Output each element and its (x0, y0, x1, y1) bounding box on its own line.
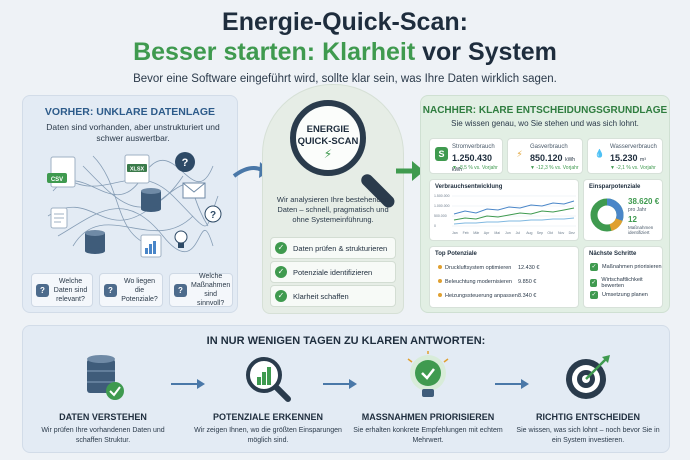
xlsx-file-icon: XLSX (124, 154, 150, 184)
water-icon: 💧 (593, 147, 606, 161)
trend-month-label: Aug (526, 231, 532, 235)
question-card: ? Welche Daten sind relevant? (31, 273, 93, 307)
after-panel: NACHHER: KLARE ENTSCHEIDUNGSGRUNDLAGE Si… (420, 95, 670, 313)
kpi-card: 💧 Wasserverbrauch 15.230 m³ ▼ -2,1 % vs.… (587, 138, 663, 174)
question-card: ? Wo liegen die Potenziale? (99, 273, 163, 307)
check-icon: ✓ (590, 279, 598, 287)
csv-file-icon: CSV (47, 156, 76, 188)
kpi-card: S Stromverbrauch 1.250.430 kWh ▼ -8,5 % … (429, 138, 503, 174)
database-icon (141, 188, 161, 212)
page-subtitle: Besser starten: Klarheit vor System (0, 37, 690, 67)
before-panel: VORHER: UNKLARE DATENLAGE Daten sind vor… (22, 95, 238, 313)
database-icon (85, 230, 105, 254)
trend-y-tick: 0 (434, 224, 436, 228)
scan-step: ✓Potenziale identifizieren (270, 261, 396, 283)
check-icon: ✓ (275, 266, 287, 278)
chart-document-icon (140, 234, 162, 258)
header: Energie-Quick-Scan: Besser starten: Klar… (0, 8, 690, 85)
arrow-right-icon (171, 379, 205, 389)
svg-text:?: ? (182, 157, 189, 169)
next-step-row: ✓Wirtschaftlichkeit bewerten (590, 277, 643, 289)
trend-y-tick: 500.000 (434, 214, 447, 218)
savings-card: Einsparpotenziale 38.620 € pro Jahr 12 M… (583, 179, 663, 241)
trend-month-label: Mai (494, 231, 500, 235)
trend-month-label: Mär (473, 231, 480, 235)
trend-month-label: Jan (452, 231, 458, 235)
trend-month-label: Dez (569, 231, 575, 235)
page-title: Energie-Quick-Scan: (222, 8, 468, 36)
mail-icon (182, 182, 206, 199)
before-title: VORHER: UNKLARE DATENLAGE (44, 106, 216, 118)
svg-text:?: ? (210, 210, 216, 221)
trend-month-label: Okt (547, 231, 552, 235)
arrow-right-icon (323, 379, 357, 389)
trend-chart-card: Verbrauchsentwicklung 1.500.000 1.000.00… (429, 179, 579, 241)
trend-y-tick: 1.500.000 (434, 194, 450, 198)
xlsx-label: XLSX (130, 167, 145, 173)
trend-month-label: Jun (505, 231, 511, 235)
trend-month-label: Feb (463, 231, 469, 235)
question-bubble-icon: ? (204, 205, 222, 223)
after-description: Sie wissen genau, wo Sie stehen und was … (451, 119, 639, 128)
trend-month-label: Sep (537, 231, 543, 235)
check-icon: ✓ (590, 263, 598, 271)
steps-title: IN NUR WENIGEN TAGEN ZU KLAREN ANTWORTEN… (206, 335, 486, 347)
question-card: ? Welche Maßnahmen sind sinnvoll? (169, 273, 233, 307)
trend-y-ticks: 1.500.000 1.000.000 500.000 0 (434, 194, 450, 228)
question-icon: ? (36, 283, 49, 297)
electricity-icon: S (435, 147, 448, 161)
check-icon: ✓ (275, 242, 287, 254)
arrow-right-icon (396, 161, 424, 181)
trend-y-tick: 1.000.000 (434, 204, 450, 208)
trend-chart: 1.500.000 1.000.000 500.000 0 Jan Feb Mär A… (434, 194, 576, 235)
kpi-card: ⚡ Gasverbrauch 850.120 kWh ▼ -12,3 % vs.… (507, 138, 583, 174)
subtitle-dark: vor System (422, 38, 557, 66)
next-step-row: ✓Umsetzung planen (590, 291, 648, 299)
after-title: NACHHER: KLARE ENTSCHEIDUNGSGRUNDLAGE (422, 105, 668, 116)
magnifier-icon (290, 100, 366, 176)
step-data-understand: DATEN VERSTEHEN Wir prüfen Ihre vorhande… (28, 351, 178, 445)
step-decide-right: RICHTIG ENTSCHEIDEN Sie wissen, was sich… (513, 351, 663, 445)
next-steps-card: Nächste Schritte ✓Maßnahmen priorisieren… (583, 246, 663, 308)
arrow-right-icon (495, 379, 529, 389)
before-description: Daten sind vorhanden, aber unstrukturier… (46, 122, 220, 143)
scan-step: ✓Klarheit schaffen (270, 285, 396, 307)
subtitle-green: Besser starten: Klarheit (133, 38, 416, 66)
lightbulb-check-icon (353, 351, 503, 409)
lightbulb-icon (174, 230, 188, 248)
scan-step: ✓Daten prüfen & strukturieren (270, 237, 396, 259)
step-prioritize-measures: MASSNAHMEN PRIORISIEREN Sie erhalten kon… (353, 351, 503, 445)
question-icon: ? (174, 283, 187, 297)
trend-month-label: Jul (516, 231, 521, 235)
trend-month-label: Apr (484, 231, 490, 235)
magnifier-chart-icon (193, 351, 343, 409)
csv-label: CSV (51, 177, 63, 183)
messy-data-illustration: CSV XLSX ? ? (47, 152, 222, 258)
quick-scan-label: ENERGIE QUICK-SCAN ⚡ (290, 124, 366, 160)
question-icon: ? (104, 283, 117, 297)
trend-month-label: Nov (558, 231, 564, 235)
savings-donut (590, 198, 624, 232)
tagline: Bevor eine Software eingeführt wird, sol… (133, 73, 557, 85)
bolt-icon: ⚡ (323, 147, 333, 161)
next-step-row: ✓Maßnahmen priorisieren (590, 263, 662, 271)
database-check-icon (28, 351, 178, 409)
target-icon (513, 351, 663, 409)
quick-scan-description: Wir analysieren Ihre bestehenden Daten –… (276, 195, 390, 224)
check-icon: ✓ (275, 290, 287, 302)
step-recognize-potential: POTENZIALE ERKENNEN Wir zeigen Ihnen, wo… (193, 351, 343, 445)
question-bubble-icon: ? (175, 152, 195, 172)
gas-icon: ⚡ (513, 147, 526, 161)
steps-panel: IN NUR WENIGEN TAGEN ZU KLAREN ANTWORTEN… (22, 325, 670, 453)
document-icon (50, 207, 68, 229)
top-potentials-card: Top Potenziale Druckluftsystem optimiere… (429, 246, 579, 308)
check-icon: ✓ (590, 291, 598, 299)
